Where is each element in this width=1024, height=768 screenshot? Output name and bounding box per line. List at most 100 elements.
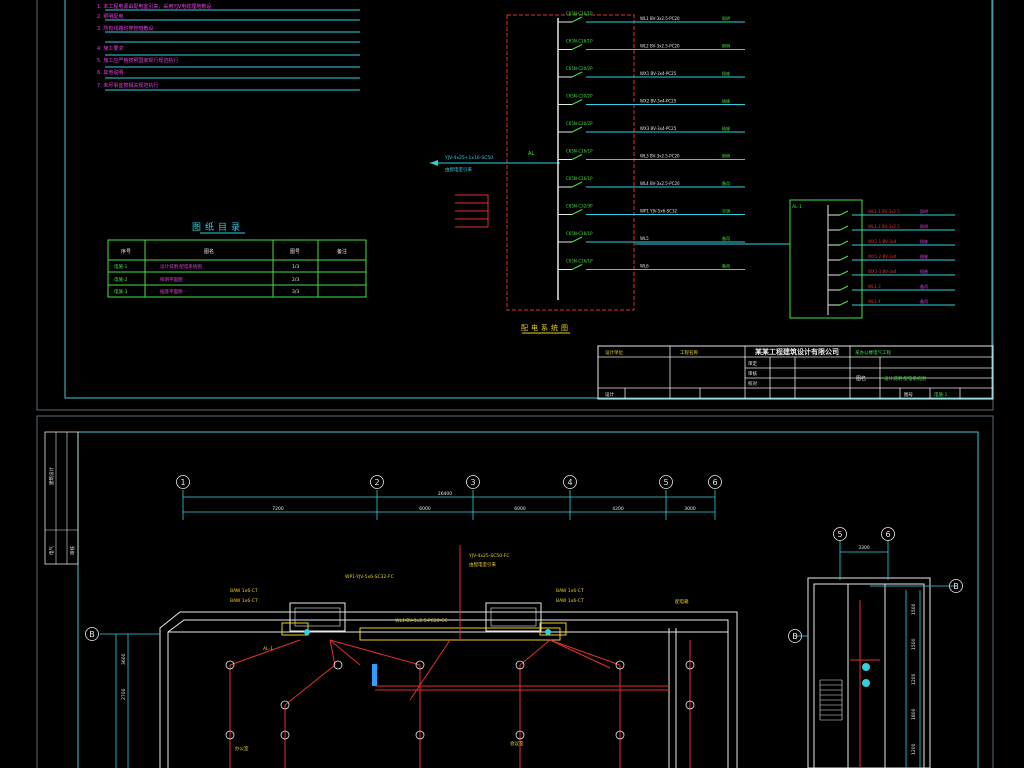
svg-text:B: B — [792, 632, 798, 641]
mid-wire-label: WL1-BV-3x2.5-PC20-CC — [395, 618, 447, 624]
note-line-6: 6. 其他说明 — [97, 69, 123, 76]
sub-circuit-load-label: 插座 — [920, 253, 928, 259]
title-sheet-label: 图名 — [856, 375, 866, 382]
title-block: 设计单位 工程名称 某某工程建筑设计有限公司 某办公楼电气工程 审定 审核 校对… — [597, 345, 994, 400]
feed-label-2: 由配电室引来 — [469, 561, 496, 568]
circuit-load-label: 插座 — [722, 70, 730, 76]
sub-circuit-load-label: 照明 — [920, 224, 928, 229]
circuit-cable-label: WL6 — [640, 264, 649, 269]
svg-text:6: 6 — [885, 530, 890, 539]
circuit-cable-label: WX2 BV-3x4-PC25 — [640, 99, 677, 104]
box-label-1: BAW 1x6-CT — [230, 588, 258, 594]
title-row-design: 设计 — [605, 391, 614, 398]
circuit-cable-label: WL2 BV-3x2.5-PC20 — [640, 44, 680, 49]
axis-bubble-b: B — [85, 627, 99, 641]
svg-text:5: 5 — [837, 530, 842, 539]
sub-circuit-cable-label: WX1-3 BV-3x4 — [868, 269, 897, 274]
stair-treads — [819, 679, 843, 721]
title-sheet-value: 设计说明 配电系统图 — [884, 375, 926, 382]
stamp-text-3: 审核 — [69, 546, 76, 555]
right-dimension: 1200 — [911, 743, 917, 755]
index-row-3-name: 插座平面图 — [160, 288, 183, 295]
sub-circuit-cable-label: WL1-2 BV-3x2.5 — [868, 224, 900, 229]
index-row-1-no: 电施-1 — [114, 263, 128, 270]
circuit-breaker-label: C65N-C16/1P — [566, 11, 593, 16]
axis-bubble: 2 — [370, 475, 384, 489]
cyan-fixtures — [304, 629, 870, 687]
circuit-breaker-label: C65N-C32/3P — [566, 204, 593, 209]
sub-circuit-load-label: 备用 — [920, 298, 928, 304]
title-number-label: 图号 — [904, 392, 913, 398]
axis-bubble: 5 — [659, 475, 673, 489]
right-dimension: 1500 — [911, 638, 917, 650]
sub-circuit-cable-label: WL1-4 — [868, 299, 881, 304]
sub-circuit-row: WX1-2 BV-3x4 插座 — [828, 253, 955, 261]
svg-text:B: B — [953, 582, 959, 591]
circuit-breaker-label: C65N-C20/2P — [566, 94, 593, 99]
drawing-index-table: 图纸目录 序号 图名 图号 备注 电施-1 设计说明 配电系统图 1/3 电施-… — [107, 221, 367, 298]
index-header-remark: 备注 — [337, 248, 347, 255]
feed-label-1: YJV-4x25-SC50-FC — [468, 553, 509, 559]
title-row-review: 审核 — [748, 370, 757, 377]
index-row-2-sheet: 2/3 — [292, 277, 299, 283]
left-dimension-1: 3600 — [121, 653, 127, 665]
left-axis — [100, 633, 160, 768]
sub-circuit-cable-label: WX1-2 BV-3x4 — [868, 254, 897, 259]
main-panel-label: AL — [528, 151, 534, 157]
wiring-red — [229, 545, 880, 768]
stair-dimension: 3300 — [858, 545, 870, 551]
sub-panel-label: AL-1 — [792, 204, 802, 210]
stamp-text-2: 电气 — [48, 546, 55, 555]
title-row-check: 校对 — [748, 380, 757, 387]
svg-text:B: B — [89, 630, 95, 639]
axis-bubble-b: B — [788, 629, 802, 643]
circuit-cable-label: WX1 BV-3x4-PC25 — [640, 71, 677, 76]
circuit-load-label: 照明 — [722, 154, 730, 159]
dimension-5: 3000 — [684, 506, 696, 512]
left-dimension-2: 2700 — [121, 688, 127, 700]
dimension-2: 6000 — [419, 506, 431, 512]
circuit-load-label: 照明 — [722, 16, 730, 21]
dimension-1: 7200 — [272, 506, 284, 512]
index-row-2-no: 电施-2 — [114, 276, 128, 283]
axis-bubble: 6 — [881, 527, 895, 541]
upper-sheet — [36, 0, 994, 411]
sub-circuit-load-label: 插座 — [920, 238, 928, 244]
axis-bubble-b: B — [949, 579, 963, 593]
sub-circuit-load-label: 插座 — [920, 268, 928, 274]
index-header-no: 序号 — [121, 248, 131, 255]
svg-text:1: 1 — [180, 478, 185, 487]
stamp-text-1: 建筑设计 — [48, 467, 55, 485]
circuit-cable-label: WL5 — [640, 236, 649, 241]
circuit-cable-label: WX3 BV-3x4-PC25 — [640, 126, 677, 131]
svg-text:4: 4 — [567, 478, 572, 487]
light-fixtures — [225, 660, 695, 740]
circuit-breaker-label: C65N-C16/1P — [566, 149, 593, 154]
al-label: AL-1 — [263, 646, 273, 652]
box-label-4: BAW 1x6-CT — [556, 598, 584, 604]
note-line-2: 2. 照明配电 — [97, 13, 123, 20]
circuit-load-label: 照明 — [722, 44, 730, 49]
incoming-cable-label: YJV-4x25+1x16-SC50 — [444, 155, 493, 161]
sub-circuit-load-label: 照明 — [920, 209, 928, 214]
index-row-3-no: 电施-3 — [114, 288, 128, 295]
right-dimension: 1500 — [911, 603, 917, 615]
total-dimension: 26400 — [438, 491, 452, 497]
circuit-breaker-label: C65N-C20/2P — [566, 66, 593, 71]
index-row-1-name: 设计说明 配电系统图 — [160, 263, 202, 270]
sub-circuit-row: WX1-3 BV-3x4 插座 — [828, 268, 955, 276]
index-row-2-name: 照明平面图 — [160, 277, 183, 283]
circuit-load-label: 空调 — [722, 208, 730, 214]
plan-dimensions — [182, 490, 716, 520]
circuit-load-label: 备用 — [722, 235, 730, 241]
title-project-name: 某办公楼电气工程 — [855, 349, 891, 356]
